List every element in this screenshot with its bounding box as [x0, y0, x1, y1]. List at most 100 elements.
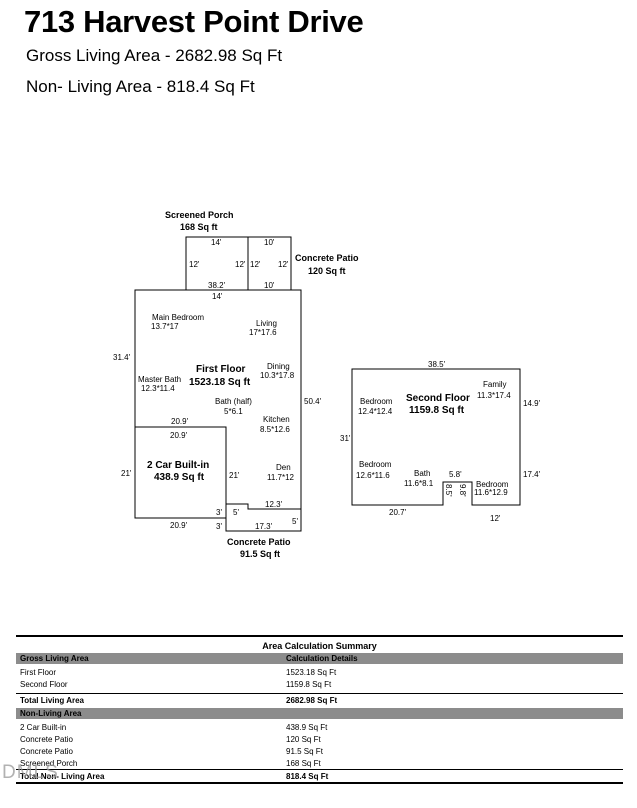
row-value: 1523.18 Sq Ft	[286, 668, 337, 677]
row-value: 168 Sq Ft	[286, 759, 321, 768]
table-row: Second Floor 1159.8 Sq Ft	[16, 678, 623, 690]
table-row: 2 Car Built-in 438.9 Sq Ft	[16, 721, 623, 733]
room-bath-name: Bath	[414, 469, 430, 478]
total-row: Total Living Area 2682.98 Sq Ft	[16, 693, 623, 706]
room-bedroom3-size: 11.6*12.9	[474, 488, 508, 497]
patio-top-dim-bottom: 10'	[264, 281, 275, 290]
room-master-bath-size: 12.3*11.4	[141, 384, 175, 393]
details-header-label: Calculation Details	[286, 654, 358, 663]
room-den-name: Den	[276, 463, 291, 472]
room-den-size: 11.7*12	[267, 473, 295, 482]
total-label: Total Living Area	[20, 696, 85, 705]
porch-dim-left: 12'	[189, 260, 200, 269]
screened-porch-name: Screened Porch	[165, 210, 234, 220]
patio-bottom-area: 91.5 Sq ft	[240, 549, 280, 559]
first-floor-name: First Floor	[196, 364, 246, 375]
total-value: 2682.98 Sq Ft	[286, 696, 338, 705]
room-kitchen-name: Kitchen	[263, 415, 290, 424]
non-living-header-label: Non-Living Area	[20, 709, 82, 718]
row-label: Concrete Patio	[20, 735, 73, 744]
room-family-name: Family	[483, 380, 507, 389]
garage-outline	[134, 426, 227, 519]
area-summary-table: Area Calculation Summary Gross Living Ar…	[16, 635, 623, 784]
patio-top-dim-left: 12'	[250, 260, 261, 269]
non-living-section-header: Non-Living Area	[16, 708, 623, 719]
second-floor-name: Second Floor	[406, 393, 470, 404]
room-main-bedroom-size: 13.7*17	[151, 322, 179, 331]
second-floor-dim-bottom-right: 12'	[490, 514, 501, 523]
patio-bottom-name: Concrete Patio	[227, 537, 291, 547]
garage-area: 438.9 Sq ft	[154, 472, 205, 483]
summary-title: Area Calculation Summary	[262, 641, 377, 651]
garage-dim-right: 21'	[229, 471, 240, 480]
row-value: 91.5 Sq Ft	[286, 747, 323, 756]
patio-bottom-dim-left: 3'	[216, 508, 222, 517]
patio-bottom-dim-step: 5'	[233, 508, 239, 517]
row-value: 120 Sq Ft	[286, 735, 321, 744]
room-kitchen-size: 8.5*12.6	[260, 425, 290, 434]
second-floor-area: 1159.8 Sq ft	[409, 405, 465, 416]
table-row: Concrete Patio 91.5 Sq Ft	[16, 745, 623, 757]
row-value: 438.9 Sq Ft	[286, 723, 328, 732]
patio-top-area: 120 Sq ft	[308, 266, 346, 276]
room-bedroom1-size: 12.4*12.4	[358, 407, 393, 416]
second-floor-dim-notch-top: 5.8'	[449, 470, 462, 479]
total-label: Total Non- Living Area	[20, 772, 105, 781]
second-floor-dim-notch-left: 8.5'	[444, 484, 453, 497]
floor-plan-diagram: Screened Porch 168 Sq ft 14' 12' 12' 14'…	[113, 210, 541, 559]
room-bedroom1-name: Bedroom	[360, 397, 393, 406]
property-address: 713 Harvest Point Drive	[24, 4, 364, 39]
second-floor-dim-top: 38.5'	[428, 360, 446, 369]
room-living-name: Living	[256, 319, 277, 328]
second-floor-outline	[351, 368, 521, 506]
porch-dim-right: 12'	[235, 260, 246, 269]
second-floor-dim-left: 31'	[340, 434, 351, 443]
screened-porch-area: 168 Sq ft	[180, 222, 218, 232]
patio-top-dim-top: 10'	[264, 238, 275, 247]
first-floor-dim-left: 31.4'	[113, 353, 131, 362]
room-bedroom2-size: 12.6*11.6	[356, 471, 390, 480]
room-bath-size: 11.6*8.1	[404, 479, 434, 488]
patio-top-dim-right: 12'	[278, 260, 289, 269]
room-dining-size: 10.3*17.8	[260, 371, 295, 380]
table-row: Screened Porch 168 Sq Ft	[16, 757, 623, 769]
room-living-size: 17*17.6	[249, 328, 277, 337]
first-floor-area: 1523.18 Sq ft	[189, 377, 251, 388]
living-header-label: Gross Living Area	[20, 654, 89, 663]
row-value: 1159.8 Sq Ft	[286, 680, 332, 689]
second-floor-dim-notch-right: 9.8'	[458, 484, 467, 497]
patio-bottom-dim-left2: 3'	[216, 522, 222, 531]
patio-bottom-dim-bottom: 17.3'	[255, 522, 273, 531]
garage-dim-left: 21'	[121, 469, 132, 478]
second-floor-dim-bottom-left: 20.7'	[389, 508, 407, 517]
row-label: First Floor	[20, 668, 56, 677]
first-floor-dim-right: 50.4'	[304, 397, 322, 406]
concrete-patio-bottom-outline	[225, 503, 302, 532]
row-label: 2 Car Built-in	[20, 723, 67, 732]
room-bedroom3-name: Bedroom	[476, 480, 509, 489]
second-floor-dim-right-bottom: 17.4'	[523, 470, 541, 479]
non-living-area-heading: Non- Living Area - 818.4 Sq Ft	[26, 77, 255, 96]
garage-dim-top: 20.9'	[170, 431, 188, 440]
porch-dim-top: 14'	[211, 238, 222, 247]
room-family-size: 11.3*17.4	[477, 391, 511, 400]
table-row: First Floor 1523.18 Sq Ft	[16, 666, 623, 678]
room-half-bath-size: 5*6.1	[224, 407, 243, 416]
garage-name: 2 Car Built-in	[147, 460, 209, 471]
patio-top-name: Concrete Patio	[295, 253, 359, 263]
row-label: Screened Porch	[20, 759, 78, 768]
patio-bottom-dim-right: 5'	[292, 517, 298, 526]
patio-bottom-dim-top: 12.3'	[265, 500, 283, 509]
porch-dim-bottom: 14'	[212, 292, 223, 301]
first-floor-dim-mid: 20.9'	[171, 417, 189, 426]
mls-watermark-logo: DMLS	[2, 762, 59, 783]
total-value: 818.4 Sq Ft	[286, 772, 329, 781]
garage-dim-bottom: 20.9'	[170, 521, 188, 530]
gross-living-area-heading: Gross Living Area - 2682.98 Sq Ft	[26, 46, 283, 65]
row-label: Second Floor	[20, 680, 68, 689]
total-row: Total Non- Living Area 818.4 Sq Ft	[16, 769, 623, 782]
table-row: Concrete Patio 120 Sq Ft	[16, 733, 623, 745]
second-floor-dim-right-top: 14.9'	[523, 399, 541, 408]
room-half-bath-name: Bath (half)	[215, 397, 252, 406]
room-dining-name: Dining	[267, 362, 290, 371]
